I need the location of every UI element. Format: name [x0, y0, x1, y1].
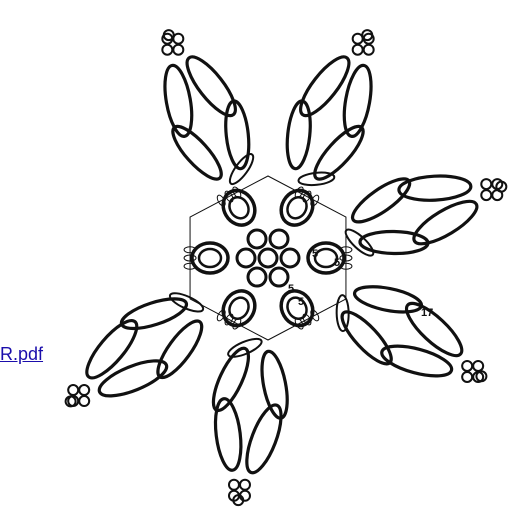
picot-ring [240, 480, 250, 490]
picot-ring [364, 45, 374, 55]
snowflake-arm [335, 282, 486, 382]
chain-count-label: 17 [421, 307, 433, 319]
picot-ring [353, 45, 363, 55]
picot-ring [173, 45, 183, 55]
snowflake-arm [342, 172, 506, 259]
picot-ring [462, 372, 472, 382]
chain [284, 100, 313, 170]
center-ring [217, 285, 261, 331]
snowflake-arm [284, 30, 375, 187]
snowflake-arm [66, 290, 209, 407]
picot-ring [353, 34, 363, 44]
center-bead [248, 230, 266, 248]
center-ring [217, 185, 261, 231]
center-motif [184, 176, 352, 340]
chain [379, 340, 455, 382]
chain [353, 282, 424, 317]
center-bead [248, 268, 266, 286]
snowflake-arm [160, 30, 257, 187]
chain [257, 349, 292, 420]
stitch-count-label: 5 [288, 283, 294, 295]
picot-ring [481, 179, 491, 189]
stitch-count-label: 5 [334, 257, 340, 269]
picot-ring [173, 34, 183, 44]
chain [118, 293, 189, 335]
chain [212, 397, 245, 471]
snowflake-arm [207, 335, 292, 505]
chain [95, 354, 171, 403]
picot-ring [473, 361, 483, 371]
stitch-count-label: 5 [312, 248, 318, 260]
picot-ring [229, 480, 239, 490]
center-bead [270, 268, 288, 286]
chain [151, 315, 209, 383]
picot-ring [462, 361, 472, 371]
center-ring-inner [199, 249, 221, 267]
chain [180, 50, 243, 122]
chain [293, 50, 356, 122]
picot-ring [68, 385, 78, 395]
chain [240, 401, 288, 477]
picot-ring [162, 45, 172, 55]
center-ring [275, 185, 319, 231]
chain [408, 194, 482, 252]
center-bead [259, 249, 277, 267]
center-bead [281, 249, 299, 267]
center-bead [270, 230, 288, 248]
center-ring [275, 285, 319, 331]
picot-ring [79, 396, 89, 406]
chain [347, 172, 415, 229]
center-ring [192, 243, 228, 273]
center-bead [237, 249, 255, 267]
inner-hexagon [190, 176, 346, 340]
stitch-count-label: 5 [298, 296, 304, 308]
chain [223, 100, 252, 170]
picot-ring [79, 385, 89, 395]
picot-ring [481, 190, 491, 200]
